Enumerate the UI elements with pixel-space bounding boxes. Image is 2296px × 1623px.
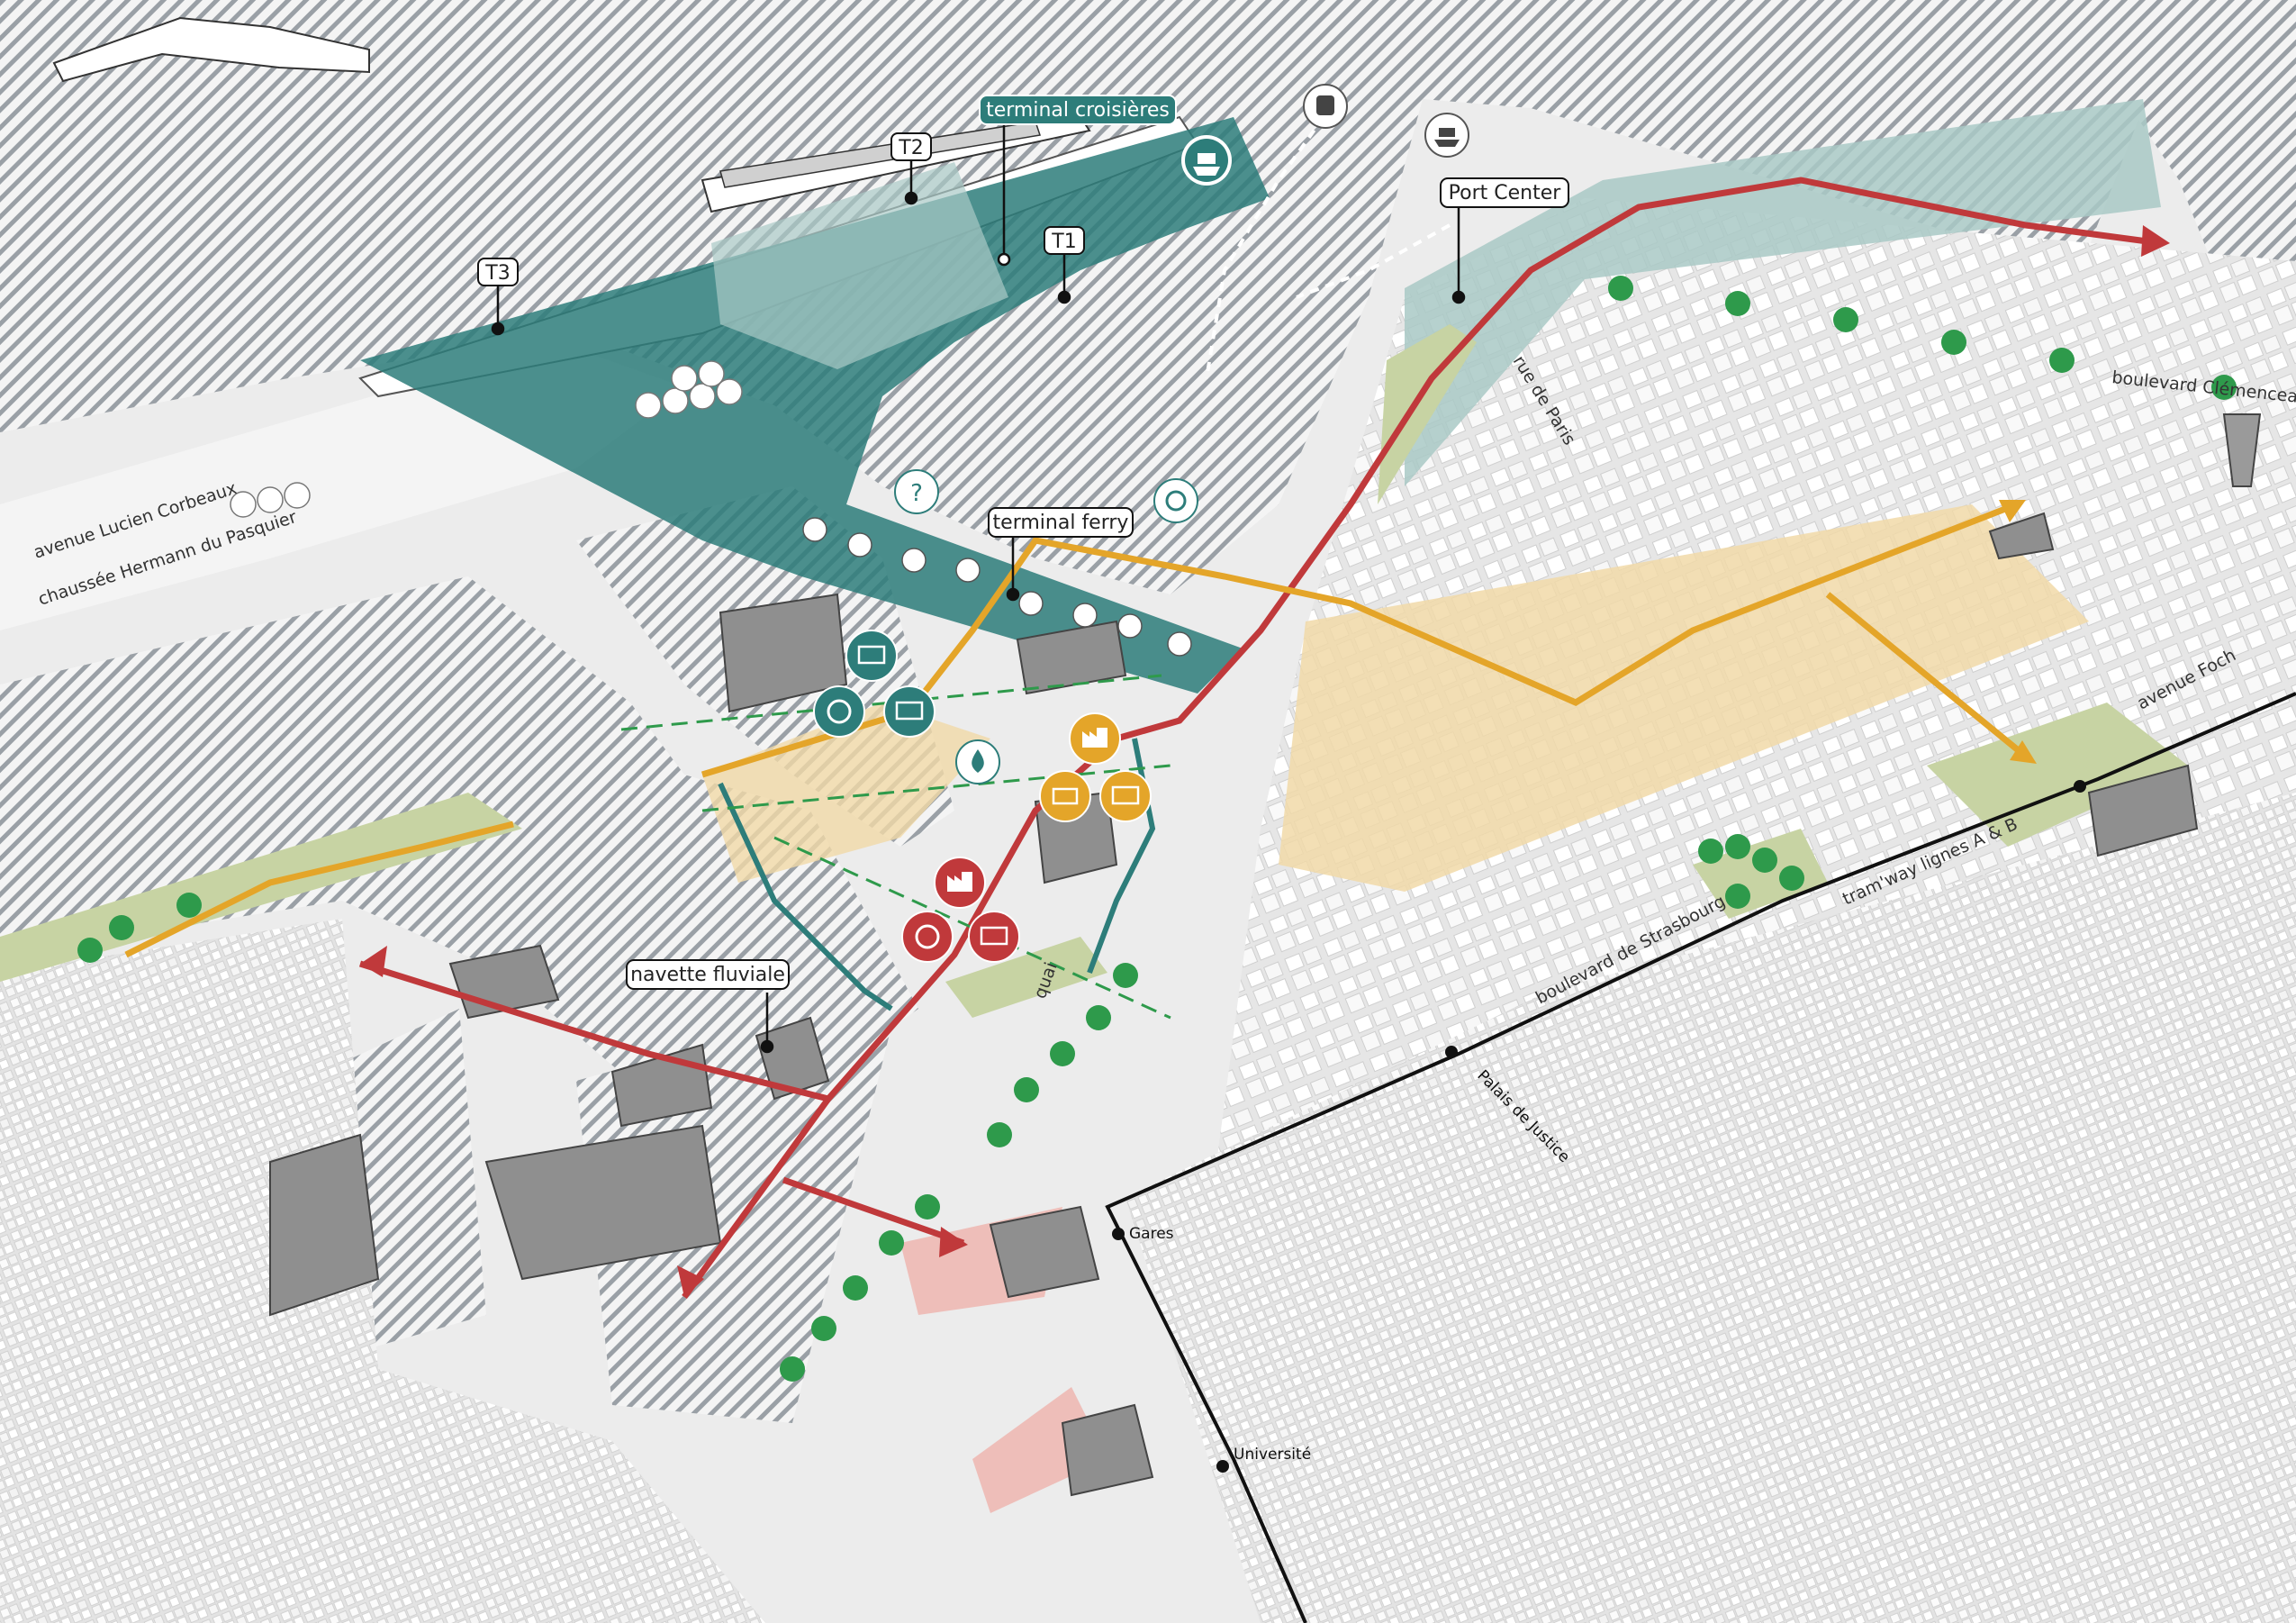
recycle-icon: [813, 685, 865, 738]
orange-route-3: [124, 821, 514, 958]
factory-icon: [1069, 712, 1121, 765]
tram-stops: [1112, 780, 2086, 1473]
park-avenue-foch: [1927, 703, 2188, 847]
callout-terminal-ferry: terminal ferry: [988, 507, 1134, 538]
pink-zone-south: [972, 1387, 1107, 1513]
red-route-south: [782, 1176, 965, 1247]
red-arrowhead-east: [2141, 225, 2170, 257]
t1-label: T1: [1051, 231, 1076, 253]
terminal-croisieres-zone: [360, 117, 1270, 694]
city-district-west: [0, 919, 765, 1623]
port-center-label: Port Center: [1449, 182, 1562, 204]
red-route-west: [358, 960, 829, 1102]
terminal-croisieres-light: [711, 162, 1008, 369]
sea-north: [0, 0, 2296, 594]
basin-south-1: [342, 1009, 486, 1351]
trees: [77, 276, 2237, 1382]
water-drop-icon: [955, 739, 1000, 784]
recycle-icon: [901, 911, 954, 963]
orange-route-1: [701, 501, 2019, 778]
ferry-route-dotted: [1205, 115, 1325, 379]
callout-t3: T3: [477, 258, 519, 286]
teal-path: [718, 782, 893, 1011]
train-icon: [1303, 84, 1348, 129]
distant-island: [52, 16, 370, 83]
battery-icon: [1039, 770, 1091, 822]
svg-text:?: ?: [910, 480, 923, 507]
tram-line: [1105, 692, 2296, 1623]
dashed-green-2: [701, 764, 1171, 812]
terminal-ferry-label: terminal ferry: [993, 512, 1129, 534]
sea-northeast: [2125, 63, 2296, 297]
park-central: [945, 937, 1107, 1018]
white-trees: [802, 517, 1192, 657]
callout-port-center: Port Center: [1440, 177, 1569, 208]
callout-terminal-croisieres: terminal croisières: [979, 95, 1177, 125]
universite-label: Université: [1234, 1446, 1311, 1464]
navette-fluviale-label: navette fluviale: [630, 964, 785, 986]
port-center-green: [1378, 324, 1477, 504]
factory-icon: [934, 857, 986, 909]
question-mark-icon: ?: [894, 469, 939, 514]
t2-label: T2: [898, 137, 923, 159]
callout-t2: T2: [890, 132, 932, 161]
callout-navette-fluviale: navette fluviale: [626, 959, 790, 990]
callout-leaders: [491, 122, 1466, 1054]
red-arrowhead-south: [677, 1265, 704, 1297]
callout-t1: T1: [1044, 226, 1085, 255]
solar-panel-icon: [1099, 770, 1152, 822]
cruise-ship-icon: [1181, 135, 1232, 186]
silos: [230, 360, 743, 518]
red-arrowhead-west: [360, 946, 387, 977]
lighthouse-icon: [2222, 413, 2262, 487]
solar-panel-icon: [883, 685, 936, 738]
water-cycle-icon: [1153, 478, 1198, 523]
orange-zone-east: [1279, 504, 2089, 892]
dashed-green-1: [620, 674, 1162, 731]
terminal-croisieres-label: terminal croisières: [986, 99, 1170, 122]
solar-panel-icon: [968, 911, 1020, 963]
ferry-boat-icon: [1424, 113, 1469, 158]
gares-label: Gares: [1129, 1225, 1174, 1243]
t3-label: T3: [484, 262, 510, 285]
red-arrowhead-gares: [939, 1227, 968, 1257]
orange-arrowhead-se: [2010, 740, 2037, 764]
red-route-main: [682, 177, 2162, 1300]
port-center-quay: [1405, 99, 2161, 486]
solar-panel-icon: [845, 630, 898, 682]
city-district-southeast: [1125, 793, 2296, 1623]
orange-arrowhead-ne: [1999, 500, 2026, 522]
orange-route-2: [1825, 592, 2029, 759]
